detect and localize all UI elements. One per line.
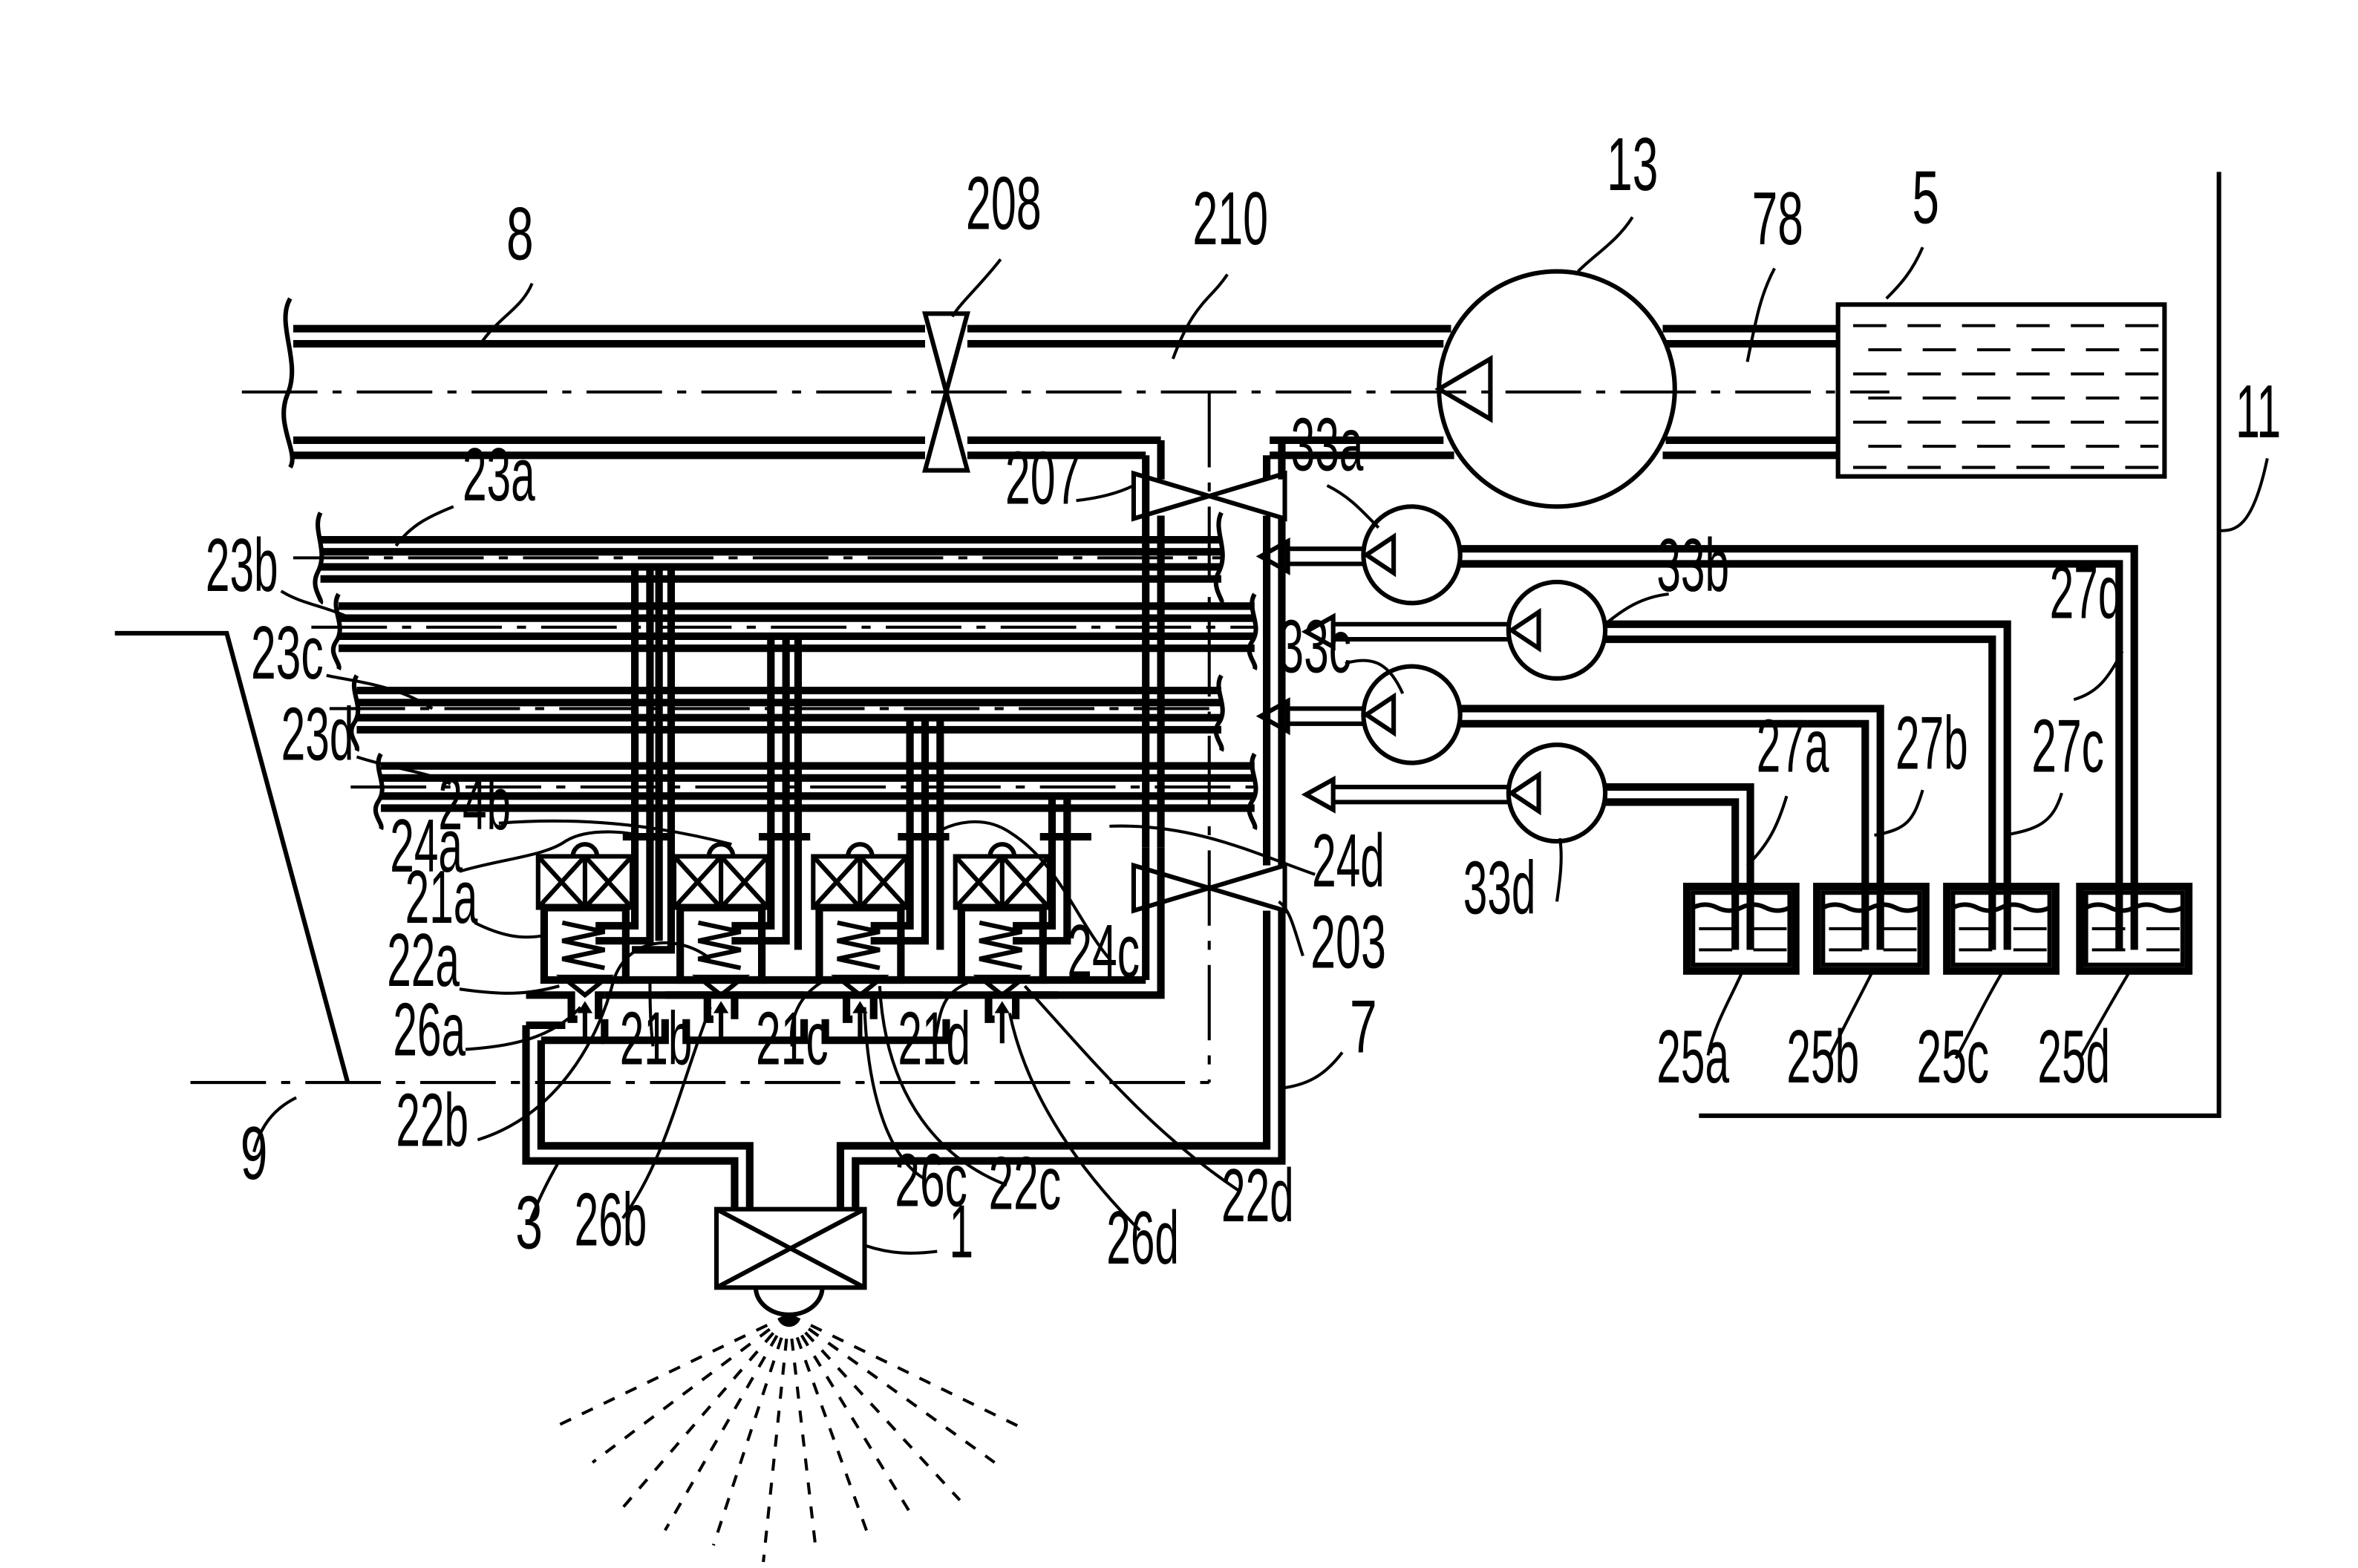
nozzle-1 (716, 1209, 865, 1315)
label-24c: 24c (1067, 909, 1140, 993)
label-27a: 27a (1757, 704, 1829, 788)
label-24b: 24b (438, 761, 511, 846)
label-23c: 23c (251, 610, 324, 695)
label-33a: 33a (1291, 402, 1364, 487)
label-11: 11 (2235, 369, 2281, 454)
label-27d: 27d (2050, 550, 2123, 635)
label-26b: 26b (575, 1177, 647, 1262)
label-23a: 23a (463, 432, 535, 517)
label-208: 208 (966, 161, 1042, 246)
label-25a: 25a (1656, 1014, 1729, 1099)
label-21b: 21b (620, 996, 693, 1081)
label-33c: 33c (1278, 604, 1351, 689)
label-7: 7 (1350, 984, 1377, 1069)
tank-25a (1687, 886, 1796, 971)
additive-risers (595, 567, 1067, 950)
label-78: 78 (1752, 176, 1803, 261)
label-3: 3 (515, 1180, 543, 1265)
label-22d: 22d (1221, 1153, 1294, 1238)
spray-cone (559, 1315, 1025, 1562)
label-26d: 26d (1106, 1195, 1179, 1280)
label-26a: 26a (393, 987, 466, 1072)
label-203: 203 (1310, 900, 1386, 984)
pump-13 (1439, 272, 1675, 507)
label-13: 13 (1607, 122, 1658, 206)
label-22c: 22c (988, 1141, 1061, 1226)
tank-25c (1947, 886, 2056, 971)
label-1: 1 (950, 1189, 974, 1274)
label-22b: 22b (396, 1078, 468, 1163)
label-33b: 33b (1656, 523, 1729, 607)
label-33d: 33d (1463, 846, 1536, 930)
label-21c: 21c (756, 996, 829, 1081)
label-210: 210 (1192, 176, 1268, 261)
label-23b: 23b (206, 523, 278, 607)
tank-25b (1817, 886, 1926, 971)
label-9: 9 (241, 1111, 268, 1195)
label-27c: 27c (2031, 704, 2104, 788)
label-27b: 27b (1895, 701, 1968, 785)
label-25c: 25c (1917, 1014, 1990, 1099)
label-25b: 25b (1786, 1014, 1859, 1099)
label-24d: 24d (1312, 818, 1385, 903)
label-25d: 25d (2037, 1014, 2110, 1099)
label-21d: 21d (898, 996, 970, 1081)
label-5: 5 (1912, 155, 1939, 240)
label-207: 207 (1005, 435, 1081, 520)
label-23d: 23d (281, 692, 354, 777)
label-8: 8 (506, 191, 534, 275)
